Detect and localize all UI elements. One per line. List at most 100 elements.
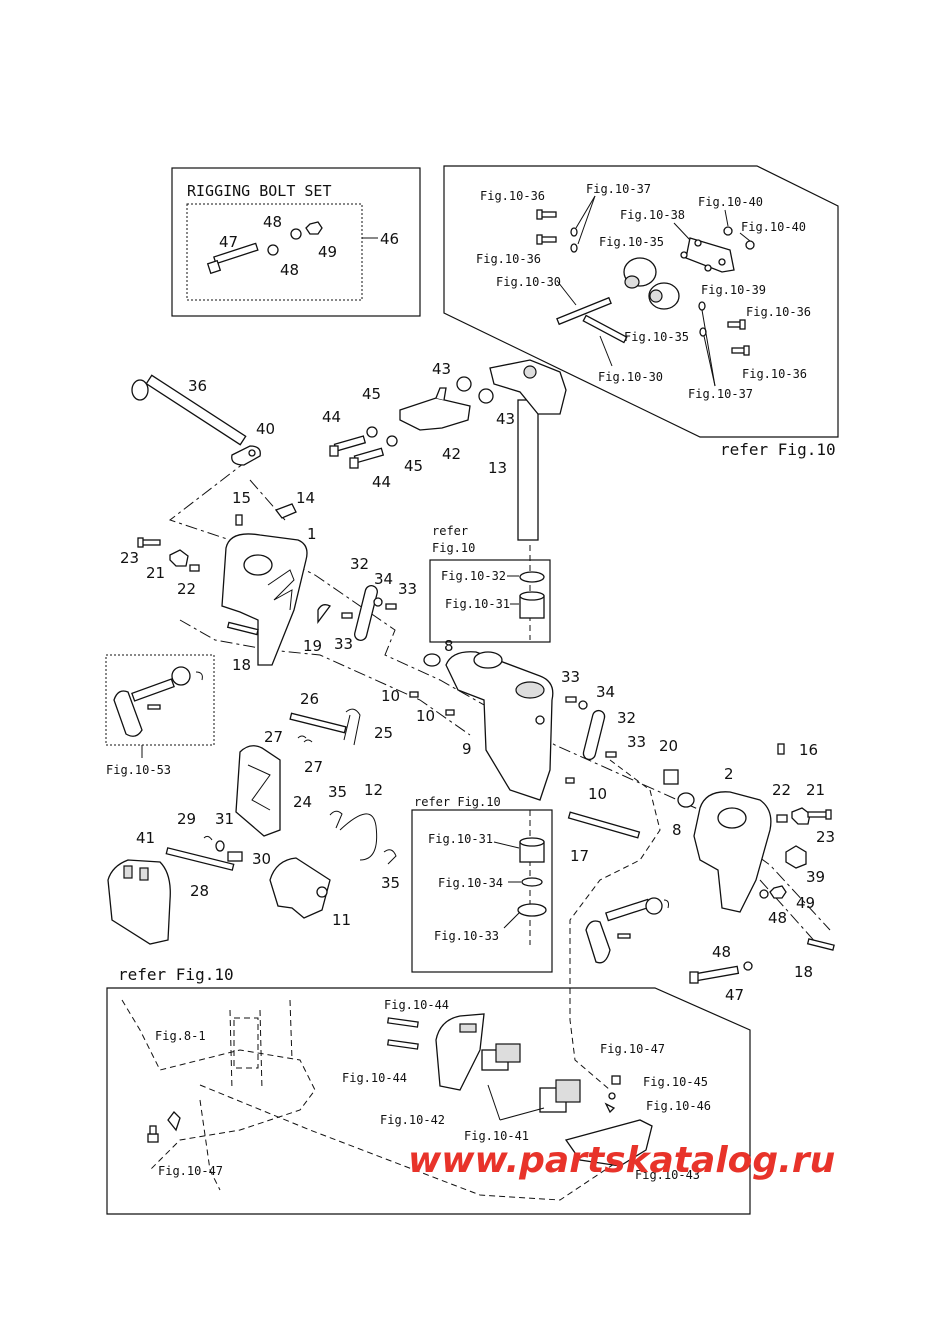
part-31-washer [215, 840, 225, 852]
top-callout-10-40a: Fig.10-40 [698, 195, 763, 209]
bottom-clip-10-46 [604, 1102, 616, 1114]
callout-17: 17 [570, 847, 589, 865]
rigging-callout-46: 46 [380, 230, 399, 248]
part-45-washer-a [366, 426, 378, 438]
bottom-callout-8-1: Fig.8-1 [155, 1029, 206, 1043]
bottom-callout-10-47b: Fig.10-47 [158, 1164, 223, 1178]
callout-29: 29 [177, 810, 196, 828]
top-bolt-d [731, 345, 750, 356]
callout-18b: 18 [794, 963, 813, 981]
callout-13: 13 [488, 459, 507, 477]
callout-8a: 8 [444, 637, 454, 655]
top-callout-10-37b: Fig.10-37 [688, 387, 753, 401]
part-32-link-b [582, 709, 606, 761]
callout-48b: 48 [712, 943, 731, 961]
refer-lower-callout-10-31: Fig.10-31 [428, 832, 493, 846]
refer-lower-box: refer Fig.10 Fig.10-31 Fig.10-34 Fig.10-… [411, 795, 553, 973]
part-44-bolt-a [329, 435, 367, 457]
bottom-callout-10-47a: Fig.10-47 [600, 1042, 665, 1056]
callout-35a: 35 [328, 783, 347, 801]
part-42-bracket [399, 387, 471, 431]
callout-10a: 10 [381, 687, 400, 705]
callout-21a: 21 [146, 564, 165, 582]
callout-45b: 45 [404, 457, 423, 475]
callout-33c: 33 [561, 668, 580, 686]
rigging-callout-48a: 48 [263, 213, 282, 231]
main-callouts: 36 40 45 43 43 44 45 42 44 13 15 14 1 23… [120, 360, 835, 1004]
callout-12: 12 [364, 781, 383, 799]
callout-43a: 43 [432, 360, 451, 378]
part-14-plate [274, 503, 297, 519]
callout-23a: 23 [120, 549, 139, 567]
callout-28: 28 [190, 882, 209, 900]
bottom-callout-10-41: Fig.10-41 [464, 1129, 529, 1143]
callout-22a: 22 [177, 580, 196, 598]
bottom-bolt-10-47a [147, 1125, 159, 1143]
callout-23b: 23 [816, 828, 835, 846]
refer-box-bottom: refer Fig.10 Fig.8-1 Fig.10-44 Fig.10-44… [106, 965, 751, 1215]
part-13-steering-shaft [489, 359, 567, 541]
callout-42: 42 [442, 445, 461, 463]
top-pivot-b [648, 282, 680, 310]
callout-9: 9 [462, 740, 472, 758]
callout-45a: 45 [362, 385, 381, 403]
part-8-washer-b [677, 792, 695, 808]
part-36-shaft [131, 374, 247, 446]
callout-34a: 34 [374, 570, 393, 588]
bottom-cover-10-43 [564, 1119, 653, 1167]
part-35-clip-b [383, 849, 397, 865]
bottom-pad-10-41b [539, 1079, 581, 1113]
callout-33d: 33 [627, 733, 646, 751]
refer-mid-box: refer Fig.10 Fig.10-32 Fig.10-31 [429, 524, 551, 643]
top-callout-10-38: Fig.10-38 [620, 208, 685, 222]
bottom-bolt-10-44b [386, 1039, 419, 1050]
callout-47: 47 [725, 986, 744, 1004]
callout-32a: 32 [350, 555, 369, 573]
top-bolt-c [727, 319, 746, 330]
part-19-clip [317, 604, 331, 624]
callout-25: 25 [374, 724, 393, 742]
part-18-pin-left [226, 621, 259, 636]
bottom-callout-10-46: Fig.10-46 [646, 1099, 711, 1113]
part-43-bushing-a [456, 376, 472, 392]
callout-27b: 27 [304, 758, 323, 776]
part-32-link-a [354, 585, 378, 641]
part-18-pin-right [806, 938, 835, 951]
callout-8b: 8 [672, 821, 682, 839]
bottom-bolt-10-47b [611, 1075, 621, 1085]
part-12-spring [339, 813, 378, 861]
callout-33a: 33 [398, 580, 417, 598]
callout-22b: 22 [772, 781, 791, 799]
part-24-bracket [235, 745, 281, 837]
callout-2: 2 [724, 765, 734, 783]
callout-36: 36 [188, 377, 207, 395]
top-washer-b [570, 243, 578, 253]
part-43-bushing-b [478, 388, 494, 404]
part-39-nut [785, 845, 807, 869]
callout-48a: 48 [768, 909, 787, 927]
callout-43b: 43 [496, 410, 515, 428]
refer-lower-callout-10-34: Fig.10-34 [438, 876, 503, 890]
fig-10-53-box [105, 654, 215, 758]
callout-10b: 10 [416, 707, 435, 725]
part-17-rod [567, 811, 641, 839]
part-33-bolt-c [565, 696, 577, 703]
callout-10c: 10 [588, 785, 607, 803]
rigging-callout-48b: 48 [280, 261, 299, 279]
part-28-rod [165, 847, 235, 871]
part-33-bolt-b [341, 612, 353, 619]
top-callout-10-36c: Fig.10-36 [746, 305, 811, 319]
refer-mid-callout-10-31: Fig.10-31 [445, 597, 510, 611]
callout-15: 15 [232, 489, 251, 507]
part-16-clip [777, 743, 785, 755]
refer-box-top: refer Fig.10 [443, 165, 839, 459]
rigging-washer-48a [290, 228, 302, 240]
refer-bottom-label: refer Fig.10 [118, 965, 234, 984]
part-47-bolt-lower [689, 965, 740, 984]
part-44-bolt-b [349, 447, 385, 469]
top-washer-a [570, 227, 578, 237]
top-bolt-b [536, 234, 557, 245]
part-10-bolt-b [445, 709, 455, 716]
callout-31: 31 [215, 810, 234, 828]
